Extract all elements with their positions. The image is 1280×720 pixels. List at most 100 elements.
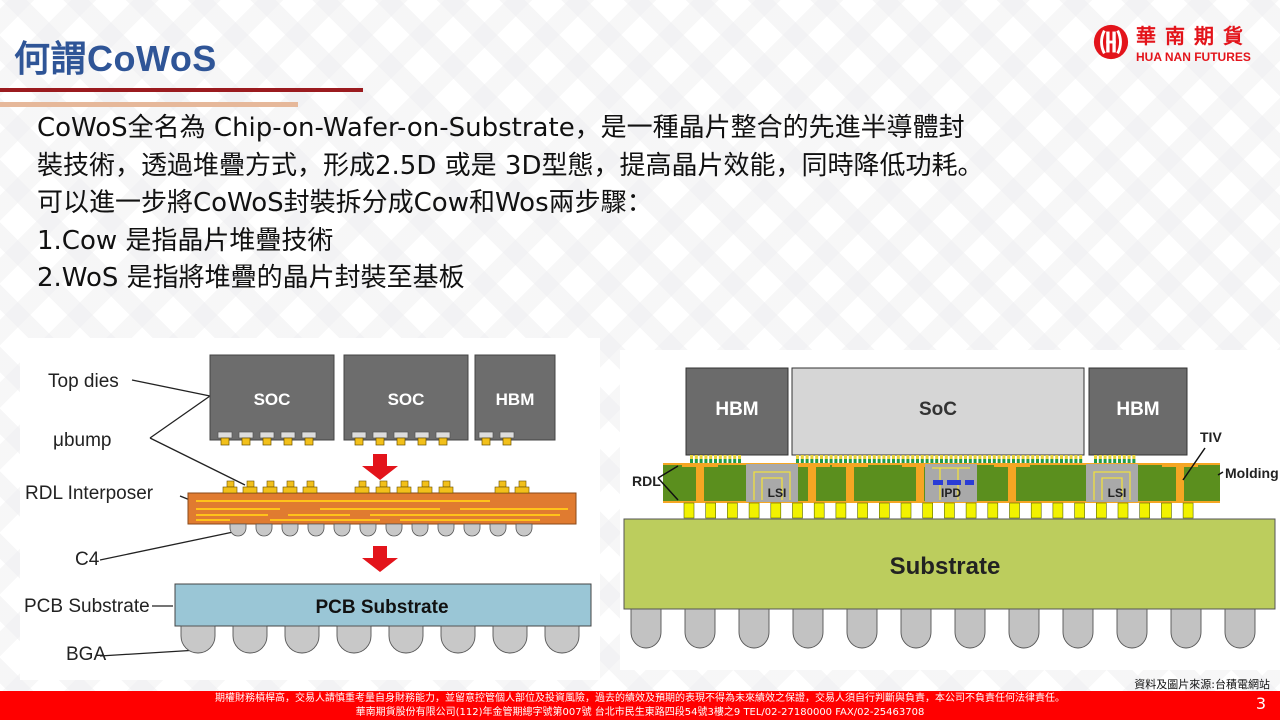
microbump-base <box>1050 459 1054 463</box>
tiv-pillar <box>808 465 816 502</box>
c4-bump <box>463 523 481 537</box>
microbump-base <box>978 459 982 463</box>
microbump-top <box>400 480 409 488</box>
bga-ball <box>1170 608 1202 649</box>
bga-ball <box>900 608 932 649</box>
microbump <box>481 437 491 446</box>
microbump <box>738 455 741 459</box>
microbump-base <box>834 459 838 463</box>
microbump <box>829 455 833 459</box>
microbump-top <box>358 480 367 488</box>
microbump-base <box>242 486 258 494</box>
microbump-top <box>306 480 315 488</box>
microbump <box>1122 455 1126 459</box>
disclaimer-line-1: 期權財務槓桿高，交易人請慎重考量自身財務能力，並留意控管個人部位及投資風險，過去… <box>215 693 1065 704</box>
cowos-structure-diagram: HBM SoC HBM LSI IPD LSI Substrate RDL TI… <box>620 350 1280 670</box>
microbump-top <box>421 480 430 488</box>
microbump-base <box>709 459 713 463</box>
microbump-base <box>935 459 939 463</box>
microbump-pad <box>280 431 296 439</box>
microbump <box>896 455 900 459</box>
microbump <box>858 455 862 459</box>
ipd-capacitors <box>933 480 974 485</box>
c4-bump <box>987 502 999 519</box>
microbump-top <box>518 480 527 488</box>
logo-name-en: HUA NAN FUTURES <box>1136 50 1251 64</box>
microbump-base <box>800 459 804 463</box>
body-line: CoWoS全名為 Chip-on-Wafer-on-Substrate，是一種晶… <box>37 113 965 143</box>
microbump-base <box>906 459 910 463</box>
microbump <box>901 455 905 459</box>
bga-ball <box>1062 608 1094 649</box>
die-hbm-right <box>1088 367 1188 456</box>
microbump-base <box>302 486 318 494</box>
microbump-base <box>848 459 852 463</box>
microbump <box>930 455 934 459</box>
body-line: 可以進一步將CoWoS封裝拆分成Cow和Wos兩步驟： <box>37 188 653 218</box>
microbump-base <box>733 459 737 463</box>
microbump-top <box>246 480 255 488</box>
microbump-base <box>1127 459 1131 463</box>
microbump-base <box>1012 459 1015 463</box>
microbump <box>853 455 857 459</box>
substrate-label: Substrate <box>890 553 1001 580</box>
die-microbumps <box>217 431 515 446</box>
microbump-pad <box>351 431 367 439</box>
microbump <box>824 455 828 459</box>
tiv-cap <box>902 464 938 467</box>
title-underline-tan <box>0 102 298 107</box>
microbump <box>1045 455 1049 459</box>
microbump-pad <box>238 431 254 439</box>
microbump <box>396 437 406 446</box>
microbump <box>723 455 727 459</box>
microbump-pad <box>499 431 515 439</box>
c4-bump <box>922 502 934 519</box>
microbump-base <box>723 459 727 463</box>
microbump-base <box>824 459 828 463</box>
microbump-base <box>949 459 953 463</box>
microbump-base <box>396 486 412 494</box>
substrate <box>623 518 1276 610</box>
disclaimer-footer: 期權財務槓桿高，交易人請慎重考量自身財務能力，並留意控管個人部位及投資風險，過去… <box>0 691 1280 720</box>
c4-bump <box>1074 502 1085 519</box>
c4-bump <box>727 502 738 519</box>
microbump-base <box>925 459 929 463</box>
microbump <box>992 455 996 459</box>
c4-bump <box>281 523 299 537</box>
microbump <box>1050 455 1054 459</box>
microbump <box>1094 455 1097 459</box>
tiv-pillar <box>1176 465 1184 502</box>
microbump-base <box>1132 459 1136 463</box>
microbump <box>968 455 972 459</box>
bga-ball <box>630 608 662 649</box>
label-rdl: RDL <box>632 473 661 489</box>
microbump-base <box>714 459 717 463</box>
microbump <box>1036 455 1039 459</box>
microbump <box>973 455 977 459</box>
embedded-lsi-left <box>746 464 798 502</box>
microbump <box>1031 455 1035 459</box>
microbump <box>1012 455 1015 459</box>
microbump-base <box>1021 459 1025 463</box>
c4-bump <box>965 502 977 519</box>
microbump-base <box>1045 459 1049 463</box>
microbump <box>1060 455 1063 459</box>
body-line: 裝技術，透過堆疊方式，形成2.5D 或是 3D型態，提高晶片效能，同時降低功耗。 <box>37 150 984 181</box>
microbump <box>805 455 809 459</box>
microbump <box>920 455 924 459</box>
microbump-base <box>920 459 924 463</box>
microbump-base <box>997 459 1001 463</box>
bga-ball <box>492 625 528 654</box>
microbump-base <box>354 486 370 494</box>
microbump <box>887 455 891 459</box>
c4-bump <box>489 523 507 537</box>
microbump <box>1064 455 1068 459</box>
microbump <box>863 455 867 459</box>
microbump-top <box>226 480 235 488</box>
die-hbm <box>474 354 556 441</box>
c4-bump <box>705 502 716 519</box>
microbump-base <box>704 459 708 463</box>
microbump-base <box>954 459 958 463</box>
microbump <box>796 455 799 459</box>
c4-bump <box>944 502 955 519</box>
